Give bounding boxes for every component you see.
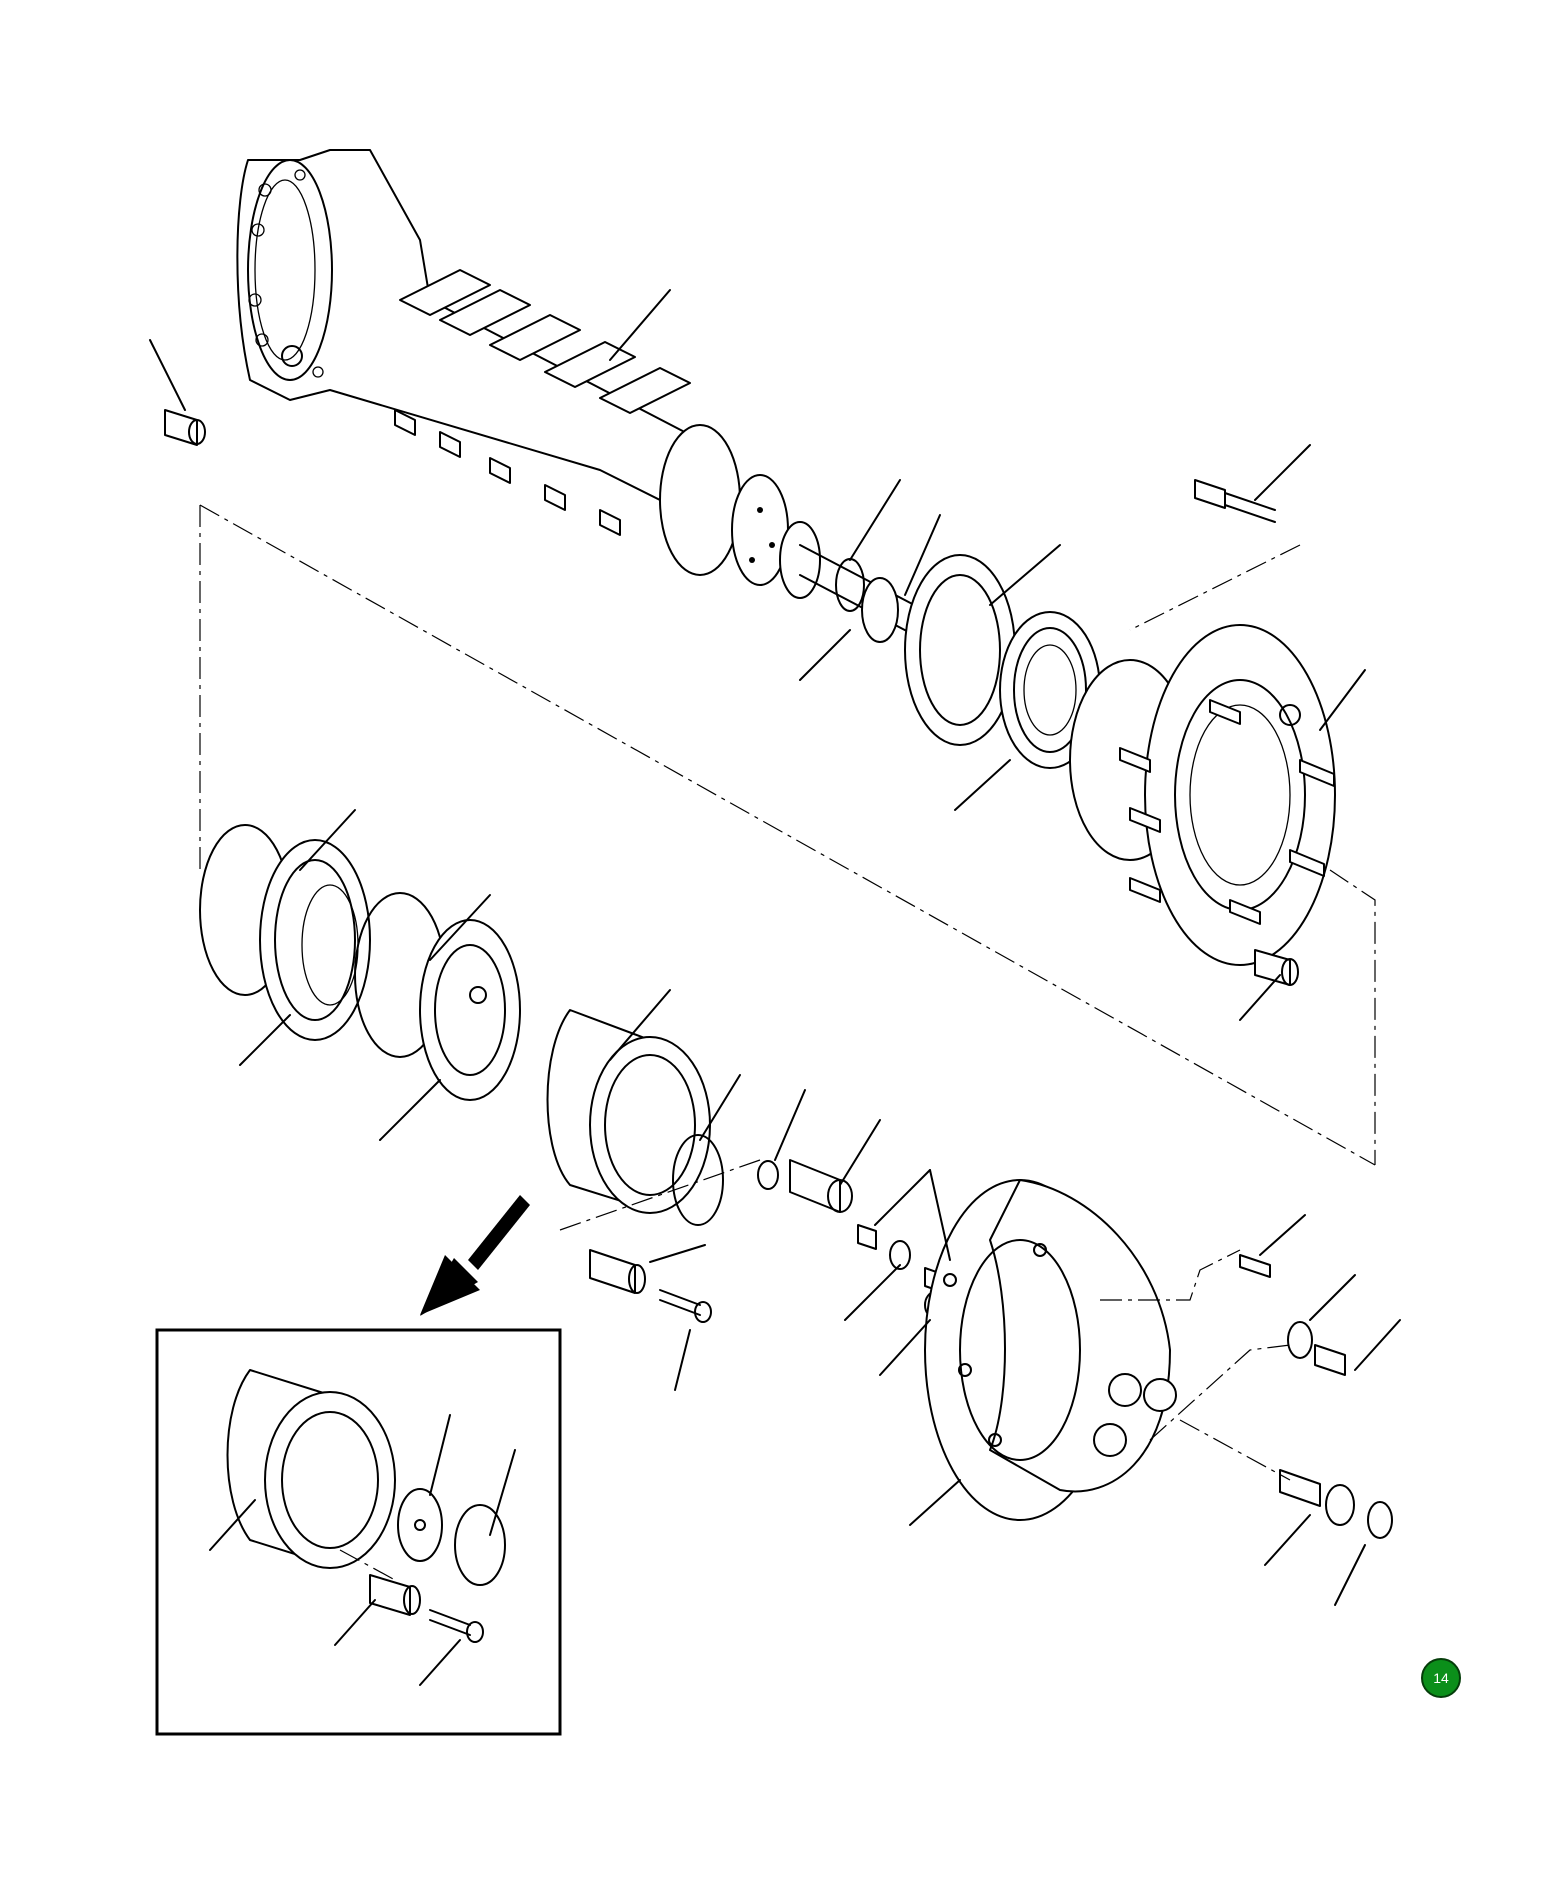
- arrow-down-left-icon: [420, 1192, 530, 1316]
- page-number-badge: 14: [1421, 1658, 1461, 1698]
- leader-lines: [149, 289, 1401, 1606]
- wheel-hub: [1069, 479, 1336, 986]
- drain-plug: [164, 409, 206, 446]
- assembly-lines: [199, 504, 1376, 1481]
- axle-housing: [236, 149, 1001, 681]
- planet-carrier: [924, 1179, 1393, 1539]
- bearing-set: [861, 554, 1101, 769]
- planetary-group: [199, 824, 724, 1226]
- planet-gear-parts: [589, 1159, 946, 1323]
- detail-inset: [155, 1328, 562, 1736]
